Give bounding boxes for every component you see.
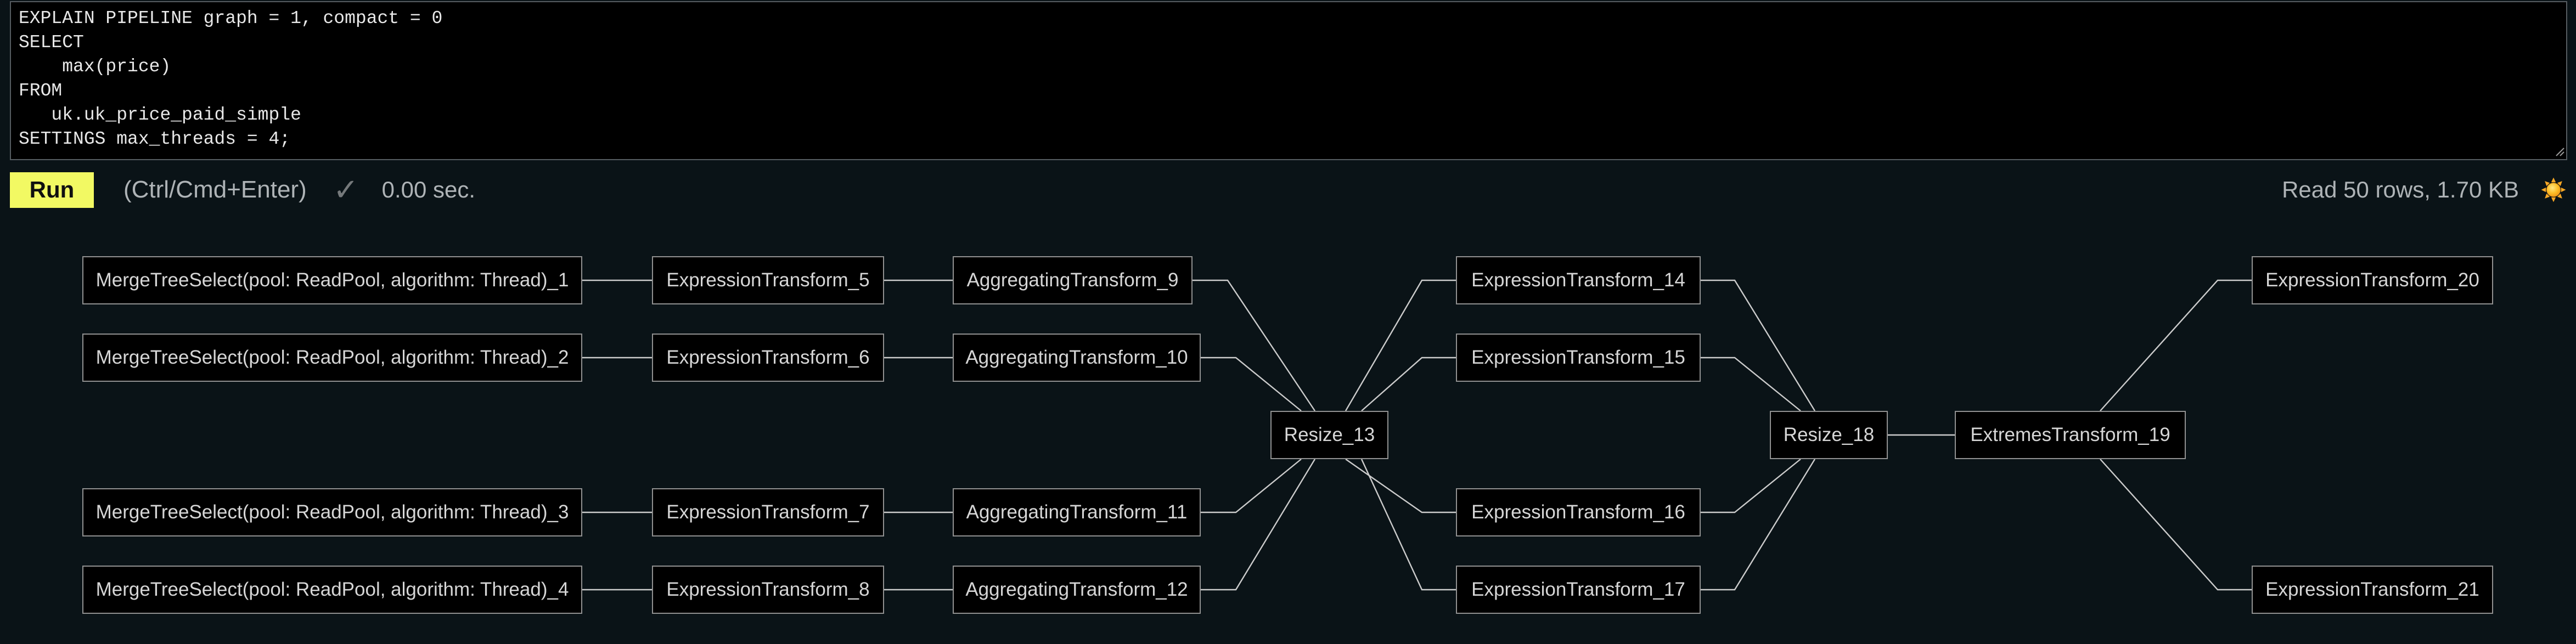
pipeline-node-et8: ExpressionTransform_8 xyxy=(652,566,884,614)
run-shortcut-hint: (Ctrl/Cmd+Enter) xyxy=(123,176,307,203)
pipeline-node-et5: ExpressionTransform_5 xyxy=(652,256,884,304)
edge-resize13-et17 xyxy=(1360,459,1456,591)
pipeline-node-at10: AggregatingTransform_10 xyxy=(953,334,1201,382)
pipeline-node-et21: ExpressionTransform_21 xyxy=(2252,566,2493,614)
edge-et14-resize18 xyxy=(1701,279,1816,411)
pipeline-node-mts3: MergeTreeSelect(pool: ReadPool, algorith… xyxy=(82,488,582,536)
pipeline-node-resize13: Resize_13 xyxy=(1270,411,1388,459)
edge-resize13-et16 xyxy=(1345,459,1456,513)
pipeline-node-ext19: ExtremesTransform_19 xyxy=(1955,411,2186,459)
sql-editor[interactable]: EXPLAIN PIPELINE graph = 1, compact = 0 … xyxy=(10,1,2567,160)
pipeline-node-et14: ExpressionTransform_14 xyxy=(1456,256,1701,304)
pipeline-node-et20: ExpressionTransform_20 xyxy=(2252,256,2493,304)
edge-at9-resize13 xyxy=(1193,279,1315,411)
toolbar: Run (Ctrl/Cmd+Enter) ✓ 0.00 sec. Read 50… xyxy=(0,172,2576,208)
pipeline-node-at9: AggregatingTransform_9 xyxy=(953,256,1193,304)
pipeline-node-at11: AggregatingTransform_11 xyxy=(953,488,1201,536)
theme-toggle-sun-icon[interactable] xyxy=(2541,177,2566,202)
pipeline-node-et16: ExpressionTransform_16 xyxy=(1456,488,1701,536)
pipeline-node-mts1: MergeTreeSelect(pool: ReadPool, algorith… xyxy=(82,256,582,304)
edge-ext19-et21 xyxy=(2100,459,2252,591)
edge-at10-resize13 xyxy=(1201,357,1302,411)
sun-rays xyxy=(2541,177,2566,202)
elapsed-time: 0.00 sec. xyxy=(381,177,476,202)
edge-ext19-et20 xyxy=(2100,279,2252,411)
pipeline-node-et7: ExpressionTransform_7 xyxy=(652,488,884,536)
run-button[interactable]: Run xyxy=(10,172,94,208)
pipeline-node-et6: ExpressionTransform_6 xyxy=(652,334,884,382)
edge-et17-resize18 xyxy=(1701,459,1816,591)
edge-et15-resize18 xyxy=(1701,357,1801,411)
pipeline-node-mts4: MergeTreeSelect(pool: ReadPool, algorith… xyxy=(82,566,582,614)
edge-at12-resize13 xyxy=(1201,459,1316,591)
pipeline-node-at12: AggregatingTransform_12 xyxy=(953,566,1201,614)
pipeline-node-et17: ExpressionTransform_17 xyxy=(1456,566,1701,614)
edge-et16-resize18 xyxy=(1701,459,1801,513)
edge-resize13-et14 xyxy=(1345,279,1456,411)
pipeline-node-resize18: Resize_18 xyxy=(1770,411,1888,459)
success-check-icon: ✓ xyxy=(333,172,359,207)
pipeline-node-mts2: MergeTreeSelect(pool: ReadPool, algorith… xyxy=(82,334,582,382)
edge-at11-resize13 xyxy=(1201,459,1302,513)
read-stats: Read 50 rows, 1.70 KB xyxy=(2282,177,2519,202)
pipeline-node-et15: ExpressionTransform_15 xyxy=(1456,334,1701,382)
edge-resize13-et15 xyxy=(1361,357,1456,411)
